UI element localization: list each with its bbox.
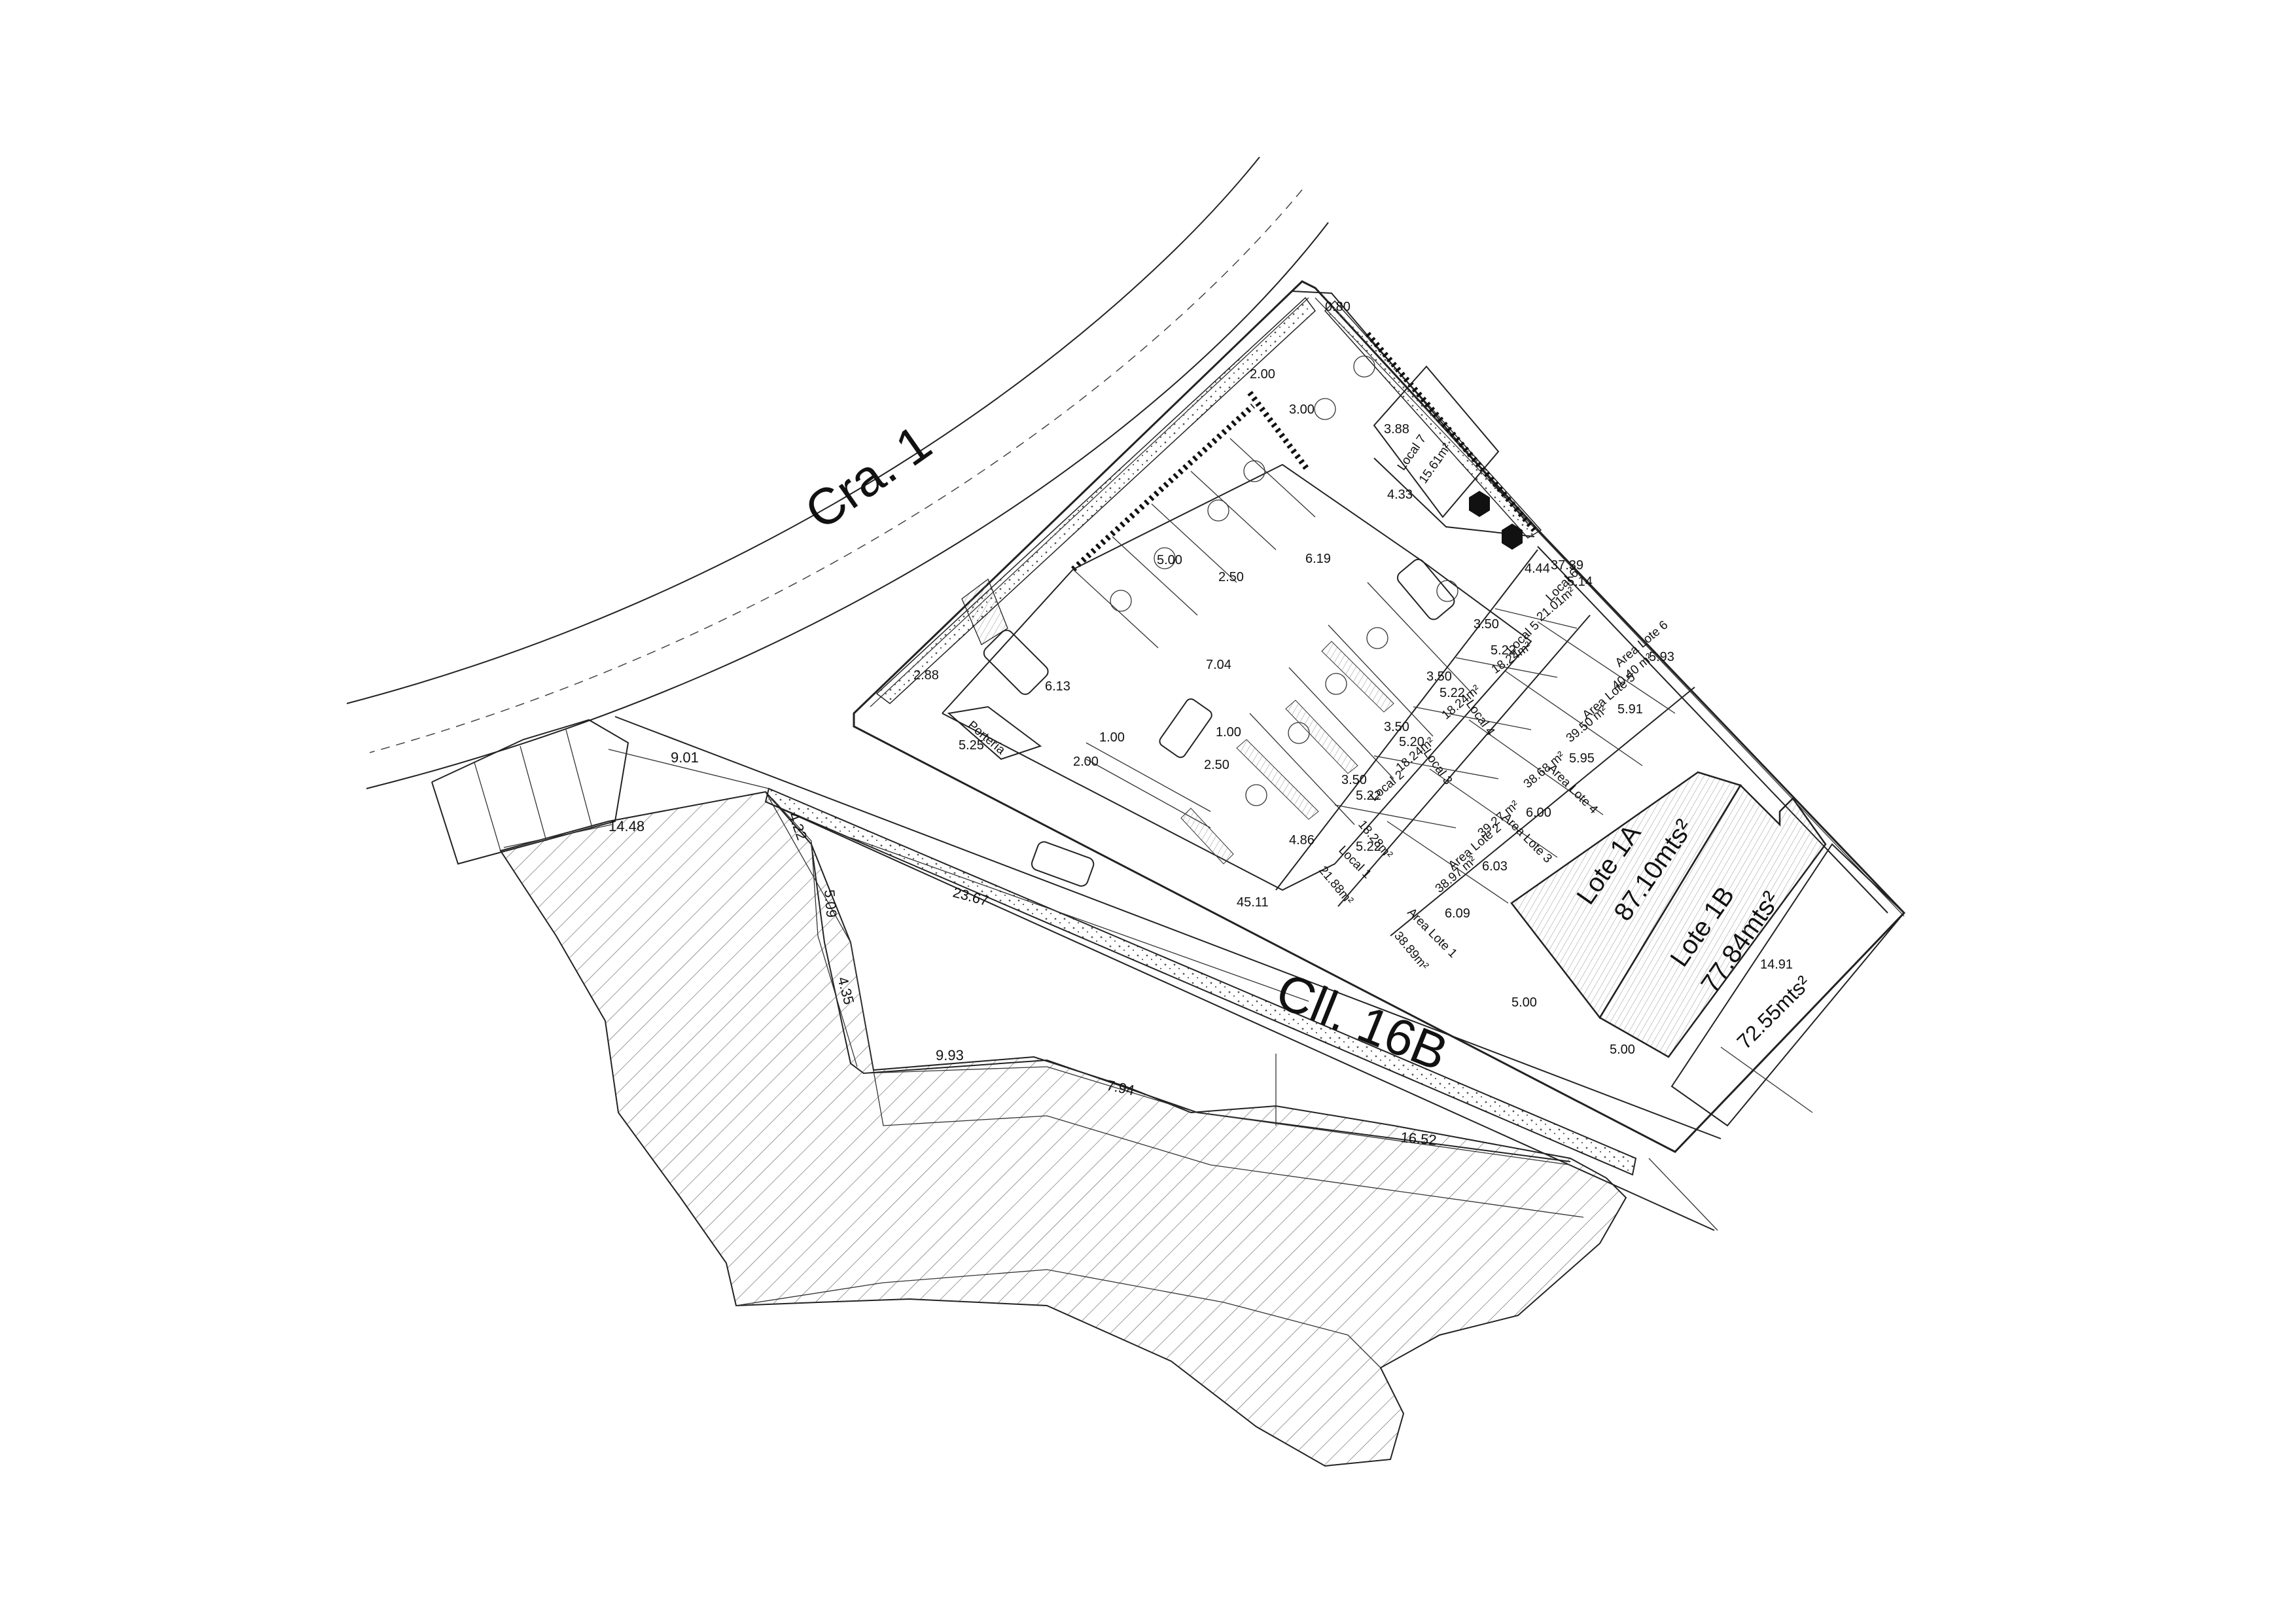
- dim-label: 3.50: [1474, 617, 1499, 632]
- dim-label: 5.22: [1356, 840, 1381, 854]
- dim-label: 2.50: [1218, 570, 1244, 584]
- dim-label: 2.00: [1073, 755, 1099, 769]
- carrera-label: Cra. 1: [794, 414, 941, 541]
- dim-label: 6.13: [1045, 679, 1070, 694]
- dim-label: 0.80: [1325, 300, 1351, 314]
- parking-area: [942, 355, 1532, 891]
- dim-label: 5.14: [1567, 575, 1593, 589]
- corner-area-label: 72.55mts²: [1732, 971, 1814, 1054]
- dim-label: 4.33: [1387, 488, 1413, 502]
- dim-label: 45.11: [1237, 895, 1269, 910]
- carrera-road: [346, 156, 1329, 789]
- dim-label: 4.44: [1525, 562, 1550, 576]
- dim-label: 5.22: [1491, 643, 1516, 658]
- dim-label: 14.91: [1760, 957, 1793, 972]
- dimension-labels: 9.01 14.48 4.22 5.09 4.35 23.67 9.93 7.9…: [609, 300, 1793, 1149]
- dim-label: 5.20: [1399, 735, 1424, 749]
- dim-label: 6.19: [1305, 552, 1331, 566]
- existing-structures: [431, 719, 629, 865]
- dim-label: 5.00: [1610, 1043, 1635, 1057]
- dim-label: 3.00: [1289, 402, 1315, 417]
- dim-label: 6.03: [1482, 859, 1508, 874]
- dim-label: 6.00: [1526, 806, 1551, 820]
- perimeter-planters: [875, 296, 1542, 704]
- dim-label: 9.93: [936, 1047, 964, 1063]
- dim-label: 5.25: [959, 738, 984, 753]
- dim-label: 2.88: [913, 668, 939, 683]
- dim-label: 5.22: [1356, 789, 1381, 803]
- dim-label: 2.00: [1250, 367, 1275, 382]
- dim-label: 3.50: [1341, 773, 1367, 787]
- dim-label: 6.09: [1445, 906, 1470, 921]
- dim-label: 5.09: [821, 889, 840, 918]
- dim-label: 5.95: [1569, 751, 1595, 766]
- local-7-block: [1373, 365, 1535, 550]
- dim-label: 3.88: [1384, 422, 1409, 437]
- dim-label: 5.00: [1157, 553, 1182, 567]
- dim-label: 3.50: [1426, 669, 1452, 684]
- dim-label: 3.50: [1384, 720, 1409, 734]
- dim-label: 1.00: [1099, 730, 1125, 745]
- dim-label: 5.91: [1617, 702, 1643, 717]
- calle-label: Cll. 16B: [1269, 961, 1456, 1082]
- dim-label: 2.50: [1204, 758, 1229, 772]
- dim-label: 5.93: [1649, 650, 1674, 664]
- dim-label: 4.86: [1289, 833, 1315, 847]
- locales-grid: [1275, 549, 1695, 936]
- dim-label: 14.48: [609, 818, 645, 834]
- dim-label: 37.39: [1551, 558, 1583, 573]
- dim-label: 9.01: [671, 749, 699, 766]
- dim-label: 5.22: [1439, 686, 1465, 700]
- dim-label: 1.00: [1216, 725, 1241, 740]
- lotes-1a-1b: [1510, 771, 1905, 1127]
- dim-label: 7.04: [1206, 658, 1231, 672]
- dim-label: 16.52: [1400, 1129, 1438, 1149]
- dimension-lines: [503, 749, 1813, 1166]
- hatched-terrain: [499, 791, 1627, 1467]
- local-1-area: 21.88m²: [1316, 864, 1356, 908]
- dim-label: 5.00: [1511, 995, 1537, 1010]
